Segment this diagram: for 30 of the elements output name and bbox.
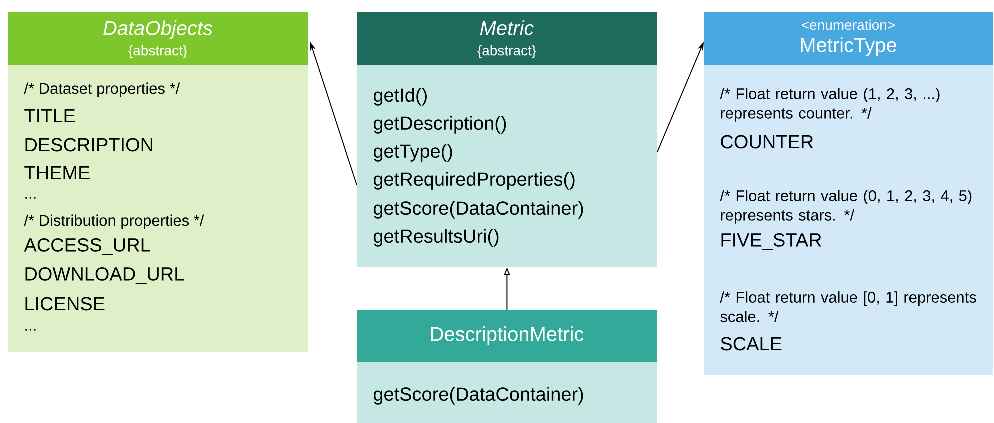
method-text: getType() (374, 144, 452, 162)
comment-text: ... (26, 329, 36, 331)
enum-literal: DESCRIPTION (26, 138, 152, 152)
enum-literal: FIVE_STAR (722, 233, 822, 251)
enum-literal: COUNTER (721, 135, 814, 149)
method-text: getDescription() (374, 116, 506, 134)
method-text: getScore(DataContainer) (374, 201, 584, 219)
stereotype-label: {abstract} (128, 45, 188, 59)
method-text: getRequiredProperties() (374, 172, 575, 190)
enum-literal: THEME (24, 166, 90, 180)
enum-literal: LICENSE (26, 297, 105, 311)
enum-literal: DOWNLOAD_URL (26, 267, 184, 285)
stereotype-label: <enumeration> (802, 20, 895, 30)
method-text: getResultsUri() (374, 229, 499, 247)
comment-text: ... (26, 197, 36, 199)
enum-literal: TITLE (24, 109, 76, 123)
comment-text: /* Float return value (1, 2, 3, ...) represents counter. */ (720, 88, 940, 122)
stereotype-label: {abstract} (478, 45, 536, 59)
class-name: MetricType (801, 38, 896, 56)
comment-text: /* Distribution properties */ (24, 214, 204, 230)
comment-text: /* Float return value (0, 1, 2, 3, 4, 5) represents stars. */ (720, 190, 972, 224)
comment-text: /* Float return value [0, 1] represents scale. */ (720, 292, 976, 322)
method-text: getScore(DataContainer) (374, 387, 584, 405)
enum-literal: ACCESS_URL (24, 238, 150, 256)
class-name: DataObjects (104, 20, 213, 40)
class-name: Metric (480, 20, 534, 36)
class-name: DescriptionMetric (431, 326, 584, 346)
method-text: getId() (374, 88, 427, 106)
comment-text: /* Dataset properties */ (24, 82, 180, 98)
enum-literal: SCALE (721, 337, 782, 351)
